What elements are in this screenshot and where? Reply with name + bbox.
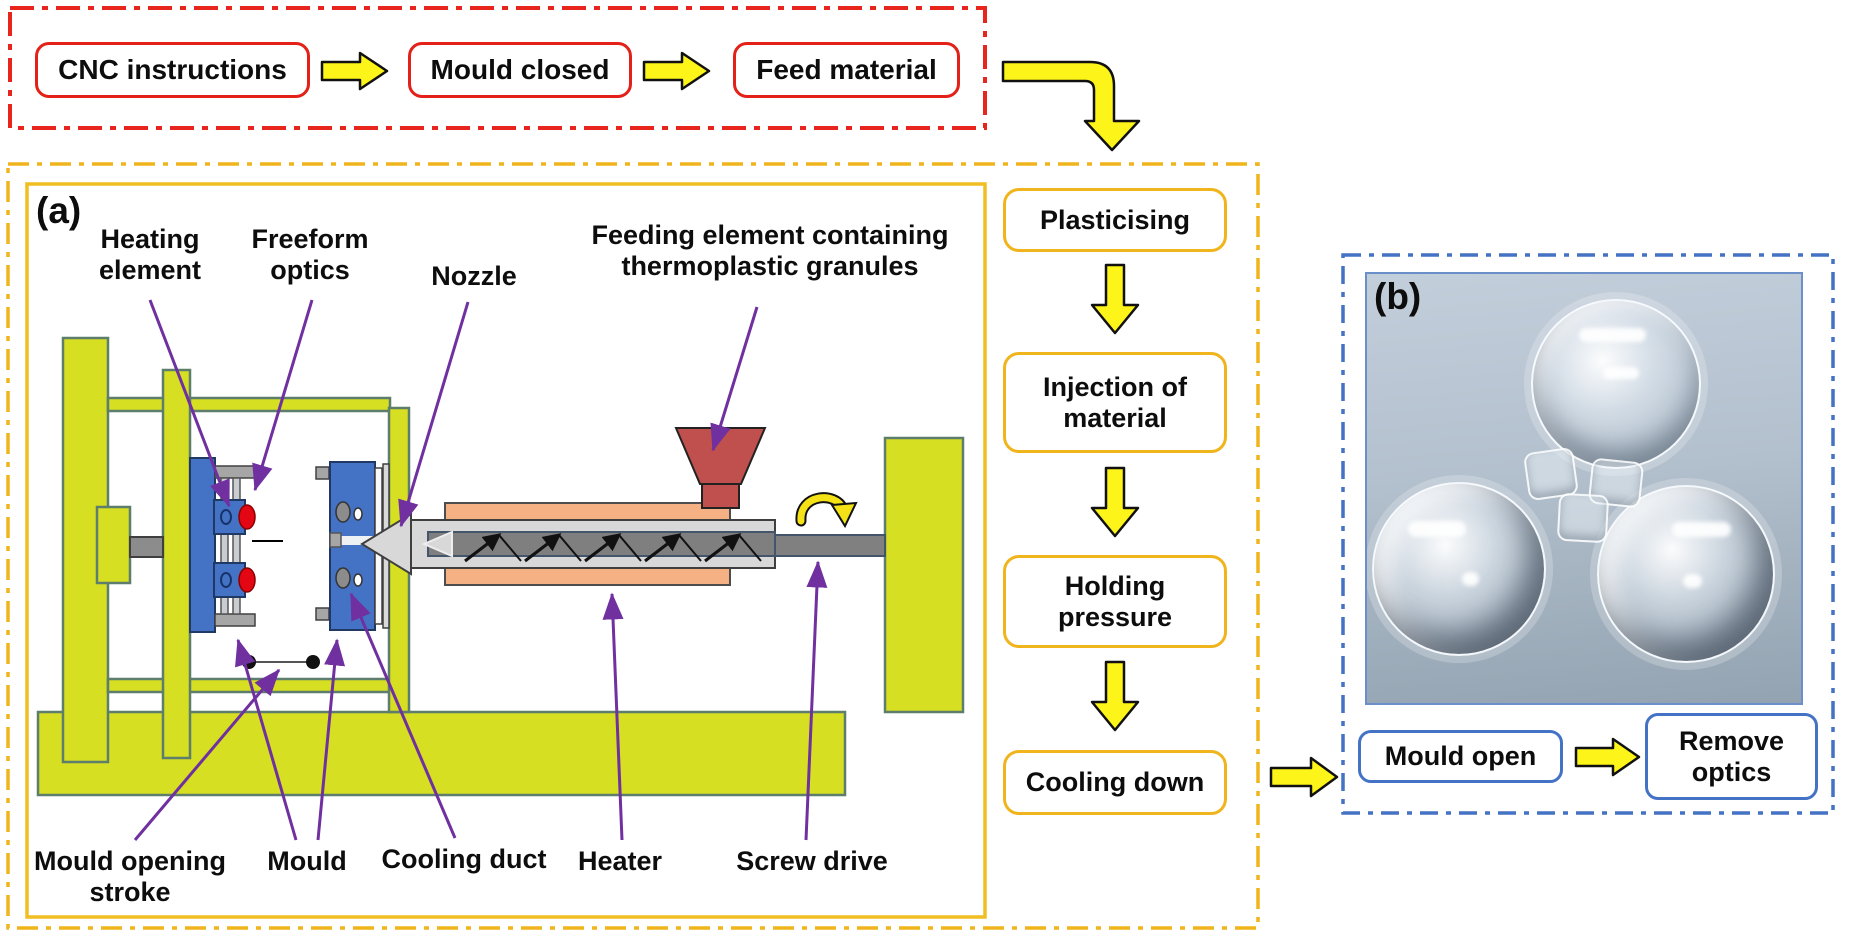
step-feed-material: Feed material — [733, 42, 960, 98]
frame-column-right — [883, 436, 965, 714]
elbow-arrow-icon — [1001, 60, 1141, 152]
down-arrow-icon — [1090, 466, 1140, 538]
annotation-arrow-nozzle — [398, 301, 470, 528]
moving-platen-column — [161, 368, 192, 760]
flow-arrow-icon — [1574, 737, 1641, 777]
label-nozzle: Nozzle — [431, 261, 517, 291]
label-screw-drive: Screw drive — [736, 846, 888, 876]
label-freeform-optics: Freeform optics — [251, 224, 369, 285]
step-mould-closed: Mould closed — [408, 42, 632, 98]
flow-arrow-icon — [1269, 756, 1339, 798]
runner-sprue — [1556, 492, 1610, 544]
annotation-arrow-mould-left — [235, 638, 298, 841]
clamp-rod — [129, 536, 164, 558]
frame-rail-top — [106, 396, 392, 413]
heating-element-dot — [238, 567, 256, 593]
moulded-lens — [1531, 299, 1701, 469]
stroke-indicator — [242, 655, 320, 669]
screw-core — [427, 531, 776, 557]
annotation-arrow-heater — [602, 592, 624, 841]
label-heater: Heater — [577, 846, 663, 876]
mould-left-half — [189, 457, 283, 633]
feed-hopper-neck — [701, 483, 740, 509]
annotation-arrow-mould-right — [316, 638, 346, 841]
annotation-arrows — [133, 299, 828, 841]
label-cooling-duct: Cooling duct — [381, 844, 547, 874]
moulding-stage-frame — [6, 162, 1260, 930]
step-remove-optics: Remove optics — [1645, 713, 1818, 800]
feed-hopper — [674, 427, 767, 485]
nozzle-cone — [360, 512, 412, 576]
label-mould-opening-stroke: Mould opening stroke — [34, 846, 226, 907]
label-mould: Mould — [267, 846, 347, 876]
screw-tip — [421, 530, 453, 558]
label-feeding-element: Feeding element containing thermoplastic… — [591, 220, 949, 281]
down-arrow-icon — [1090, 263, 1140, 335]
annotation-arrow-freeform-optics — [252, 299, 314, 492]
heater-band-bottom — [444, 566, 731, 586]
step-plasticising: Plasticising — [1003, 188, 1227, 252]
heater-band-top — [444, 502, 731, 522]
step-mould-open: Mould open — [1358, 730, 1563, 783]
annotation-arrow-heating-element — [148, 299, 231, 508]
panel-a-tag: (a) — [36, 190, 82, 231]
screw-flights — [464, 533, 762, 563]
heating-element-dot — [238, 504, 256, 530]
moulded-lens — [1597, 485, 1775, 663]
annotation-arrow-screw-drive — [804, 560, 828, 841]
panel-a-box — [25, 182, 987, 919]
optics-photo — [1365, 272, 1803, 705]
injection-moulding-machine — [36, 299, 965, 841]
step-injection-of-material: Injection of material — [1003, 352, 1227, 453]
step-holding-pressure: Holding pressure — [1003, 555, 1227, 648]
annotation-arrow-feeding-element — [710, 306, 759, 452]
step-cnc-instructions: CNC instructions — [35, 42, 310, 98]
panel-b-frame — [1341, 253, 1835, 815]
injection-unit — [360, 427, 886, 586]
moulded-lens — [1372, 482, 1546, 656]
machine-base — [36, 710, 847, 797]
panel-b-tag: (b) — [1374, 276, 1422, 317]
cnc-flow-frame — [8, 6, 987, 130]
down-arrow-icon — [1090, 660, 1140, 732]
step-cooling-down: Cooling down — [1003, 750, 1227, 815]
cooling-duct-hole — [335, 567, 351, 589]
clamp-block — [95, 505, 132, 585]
label-heating-element: Heating element — [98, 224, 202, 285]
rotation-arrow-icon — [795, 492, 858, 529]
screw-drive-rod — [774, 534, 886, 557]
cooling-duct-hole — [335, 501, 351, 523]
flow-arrow-icon — [320, 51, 389, 91]
flow-arrow-icon — [642, 51, 711, 91]
annotation-arrow-cooling-duct — [349, 592, 457, 839]
